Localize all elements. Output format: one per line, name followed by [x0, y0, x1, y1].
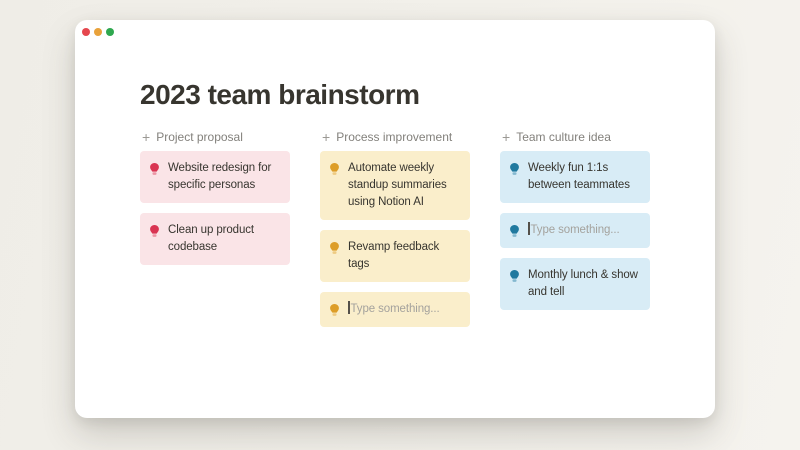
idea-card[interactable]: Website redesign for specific personas	[140, 151, 290, 203]
column-header-process-improvement[interactable]: + Process improvement	[322, 129, 470, 145]
column-title: Team culture idea	[516, 130, 611, 144]
idea-card[interactable]: Automate weekly standup summaries using …	[320, 151, 470, 220]
close-window-button[interactable]	[82, 28, 90, 36]
board-column-project-proposal: + Project proposal Website redesign for …	[140, 129, 290, 337]
text-cursor	[528, 222, 530, 235]
board-column-team-culture-idea: + Team culture idea Weekly fun 1:1s betw…	[500, 129, 650, 337]
idea-card-text: Weekly fun 1:1s between teammates	[528, 162, 630, 191]
idea-card[interactable]: Monthly lunch & show and tell	[500, 258, 650, 310]
page-content: 2023 team brainstorm + Project proposal …	[75, 20, 715, 337]
window-controls	[82, 28, 114, 36]
idea-card[interactable]: Clean up product codebase	[140, 213, 290, 265]
new-idea-input-card[interactable]: Type something...	[320, 292, 470, 327]
text-input-placeholder: Type something...	[528, 222, 642, 239]
idea-card-text: Revamp feedback tags	[348, 241, 440, 270]
lightbulb-icon	[320, 301, 348, 317]
idea-card-text: Automate weekly standup summaries using …	[348, 162, 447, 208]
lightbulb-icon	[140, 222, 168, 238]
column-header-team-culture-idea[interactable]: + Team culture idea	[502, 129, 650, 145]
text-cursor	[348, 301, 350, 314]
board-column-process-improvement: + Process improvement Automate weekly st…	[320, 129, 470, 337]
column-header-project-proposal[interactable]: + Project proposal	[142, 129, 290, 145]
lightbulb-icon	[320, 160, 348, 176]
idea-card-text: Website redesign for specific personas	[168, 162, 272, 191]
zoom-window-button[interactable]	[106, 28, 114, 36]
brainstorm-board: + Project proposal Website redesign for …	[140, 129, 650, 337]
column-title: Process improvement	[336, 130, 453, 144]
app-window: 2023 team brainstorm + Project proposal …	[75, 20, 715, 418]
text-input-placeholder: Type something...	[348, 301, 462, 318]
new-idea-input-card[interactable]: Type something...	[500, 213, 650, 248]
idea-card-text: Monthly lunch & show and tell	[528, 269, 638, 298]
lightbulb-icon	[320, 239, 348, 255]
plus-icon: +	[142, 129, 151, 145]
lightbulb-icon	[500, 160, 528, 176]
page-title[interactable]: 2023 team brainstorm	[140, 79, 420, 110]
plus-icon: +	[502, 129, 511, 145]
idea-card[interactable]: Weekly fun 1:1s between teammates	[500, 151, 650, 203]
idea-card-text: Clean up product codebase	[168, 224, 254, 253]
plus-icon: +	[322, 129, 331, 145]
lightbulb-icon	[500, 222, 528, 238]
idea-card[interactable]: Revamp feedback tags	[320, 230, 470, 282]
minimize-window-button[interactable]	[94, 28, 102, 36]
lightbulb-icon	[500, 267, 528, 283]
lightbulb-icon	[140, 160, 168, 176]
column-title: Project proposal	[156, 130, 243, 144]
